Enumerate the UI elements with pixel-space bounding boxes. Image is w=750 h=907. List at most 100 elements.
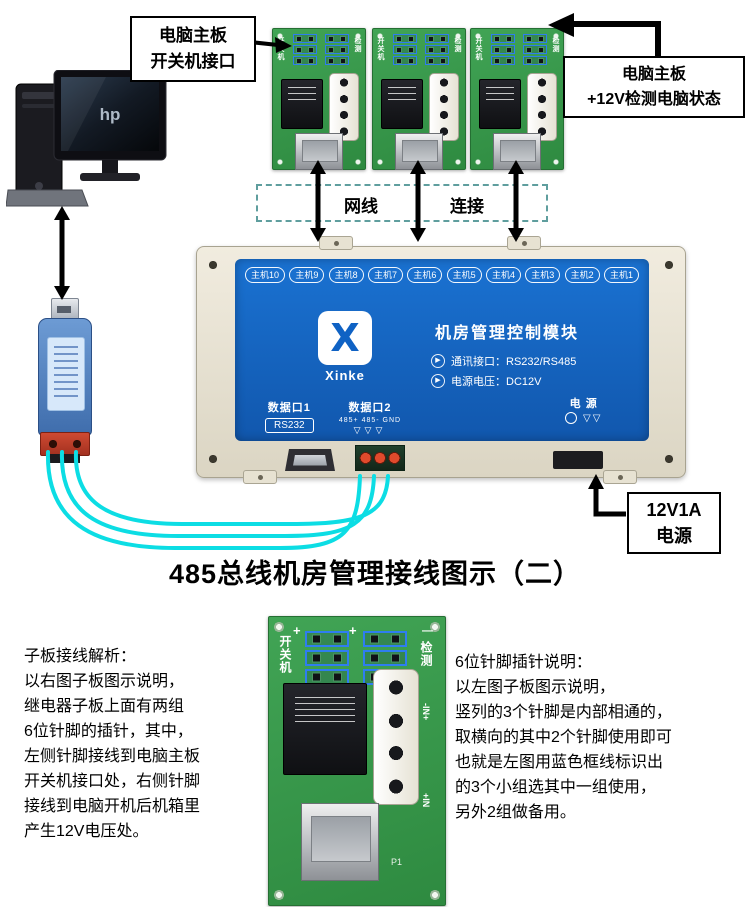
pin-pair — [523, 34, 547, 43]
detect-pin-header — [325, 34, 349, 65]
switch-pin-header — [491, 34, 515, 65]
callout-line: 电脑主板 — [621, 66, 686, 83]
board-switch-label: 开关机 — [278, 635, 292, 674]
converter-terminal-block — [40, 432, 90, 456]
bullet-icon: ▶ — [431, 374, 445, 388]
pin-header-notes: 6位针脚插针说明： 以左图子板图示说明， 竖列的3个针脚是内部相通的， 取横向的… — [455, 650, 672, 825]
daughter-board-notes: 子板接线解析： 以右图子板图示说明， 继电器子板上面有两组 6位针脚的插针，其中… — [24, 644, 200, 844]
board-switch-label: 开关机 — [475, 37, 482, 61]
pin-pair — [491, 45, 515, 54]
switch-interface-callout: 电脑主板 开关机接口 — [130, 16, 256, 82]
host-pill-5: 主机5 — [446, 267, 482, 283]
mounting-tab — [319, 236, 353, 250]
pin-pair — [363, 650, 407, 666]
note-line: 左侧针脚接线到电脑主板 — [24, 748, 201, 765]
board-detect-label: 检测 — [419, 641, 433, 667]
board-switch-label: 开关机 — [277, 37, 284, 61]
data-port-2: 数据口2 485+ 485- GND ▽▽▽ — [337, 399, 403, 436]
mounting-tab — [507, 236, 541, 250]
in-neg-label: -IN+ — [421, 703, 431, 721]
pin-pair — [425, 34, 449, 43]
host-pill-9: 主机9 — [289, 267, 325, 283]
callout-line: 12V1A — [646, 500, 702, 520]
note-line: 竖列的3个针脚是内部相通的， — [455, 704, 672, 721]
callout-line: 开关机接口 — [150, 52, 236, 71]
switch-pin-header — [293, 34, 317, 65]
host-pill-3: 主机3 — [525, 267, 561, 283]
pin-pair — [305, 650, 349, 666]
db9-serial-connector — [285, 449, 335, 471]
rj45-jack — [395, 133, 443, 170]
callout-line: 电源 — [656, 526, 692, 546]
note-line: 的3个小组选其中一组使用， — [455, 779, 656, 796]
note-line: 另外2组做备用。 — [455, 804, 576, 821]
rj45-jack — [295, 133, 343, 170]
rj45-jack — [301, 803, 379, 881]
monitor-stand — [102, 160, 118, 173]
spec-comm: ▶ 通讯接口：RS232/RS485 — [431, 353, 576, 369]
pin-pair — [325, 45, 349, 54]
pin-pair — [425, 45, 449, 54]
note-line: 也就是左图用蓝色框线标识出 — [455, 754, 664, 771]
pin-pair — [491, 56, 515, 65]
logo-letter: X — [330, 316, 360, 360]
plus-mark: + — [293, 623, 301, 638]
molex-power-connector — [373, 669, 419, 805]
tower-vent — [22, 104, 56, 108]
usb-link-arrow — [54, 206, 70, 300]
page-title: 485总线机房管理接线图示（二） — [168, 559, 582, 589]
molex-power-connector — [329, 73, 359, 141]
keyboard — [5, 189, 89, 207]
data-port-1: 数据口1 RS232 — [265, 399, 314, 433]
board-switch-label: 开关机 — [377, 37, 384, 61]
pin-pair — [393, 34, 417, 43]
host-pill-6: 主机6 — [407, 267, 443, 283]
relay — [479, 79, 521, 129]
power-pin-arrows: ▽▽ — [565, 412, 602, 424]
relay-daughter-board-1: 开关机 检测 — [272, 28, 366, 170]
converter-body — [38, 318, 92, 436]
dc-power-jack — [553, 451, 603, 469]
network-connection-box: 网线 连接 — [256, 184, 548, 222]
computer-art: hp — [5, 69, 167, 207]
note-line: 开关机接口处，右侧针脚 — [24, 773, 201, 790]
pin-pair — [363, 631, 407, 647]
monitor-base — [80, 173, 140, 181]
mounting-tab — [243, 470, 277, 484]
pin-pair — [393, 45, 417, 54]
detect-interface-callout: 电脑主板 +12V检测电脑状态 — [563, 56, 745, 118]
p1-silkscreen: P1 — [391, 857, 403, 867]
host-pill-2: 主机2 — [564, 267, 600, 283]
board-detect-label: 检测 — [552, 37, 559, 53]
callout-line: +12V检测电脑状态 — [587, 91, 721, 108]
connect-label: 连接 — [450, 197, 484, 216]
tower-button — [35, 182, 43, 190]
pin-pair — [325, 34, 349, 43]
tower-drive-bay — [22, 92, 56, 99]
port1-type: RS232 — [265, 418, 314, 433]
usb-rs485-converter — [36, 298, 92, 464]
host-pill-4: 主机4 — [485, 267, 521, 283]
note-line: 6位针脚插针说明： — [455, 654, 592, 671]
board-detect-label: 检测 — [354, 37, 361, 53]
note-line: 以右图子板图示说明， — [24, 673, 185, 690]
note-line: 接线到电脑开机后机箱里 — [24, 798, 201, 815]
switch-pin-header — [393, 34, 417, 65]
pin-pair — [523, 56, 547, 65]
host-pill-1: 主机1 — [603, 267, 639, 283]
molex-power-connector — [429, 73, 459, 141]
logo-mark: X — [318, 311, 372, 365]
note-line: 以左图子板图示说明， — [455, 679, 616, 696]
pin-pair — [425, 56, 449, 65]
relay — [381, 79, 423, 129]
relay — [283, 683, 367, 775]
monitor-brand: hp — [100, 105, 121, 124]
power-icon — [565, 412, 577, 424]
monitor-screen — [61, 77, 159, 151]
power-label: 电 源 — [569, 398, 598, 410]
relay-daughter-board-2: 开关机 检测 — [372, 28, 466, 170]
converter-pins — [48, 454, 80, 463]
xinke-logo: X Xinke — [317, 311, 373, 383]
switch-pin-header — [305, 631, 349, 685]
relay-daughter-board-detail: + + 开关机 — 检测 -IN+ +IN P1 — [268, 616, 446, 906]
